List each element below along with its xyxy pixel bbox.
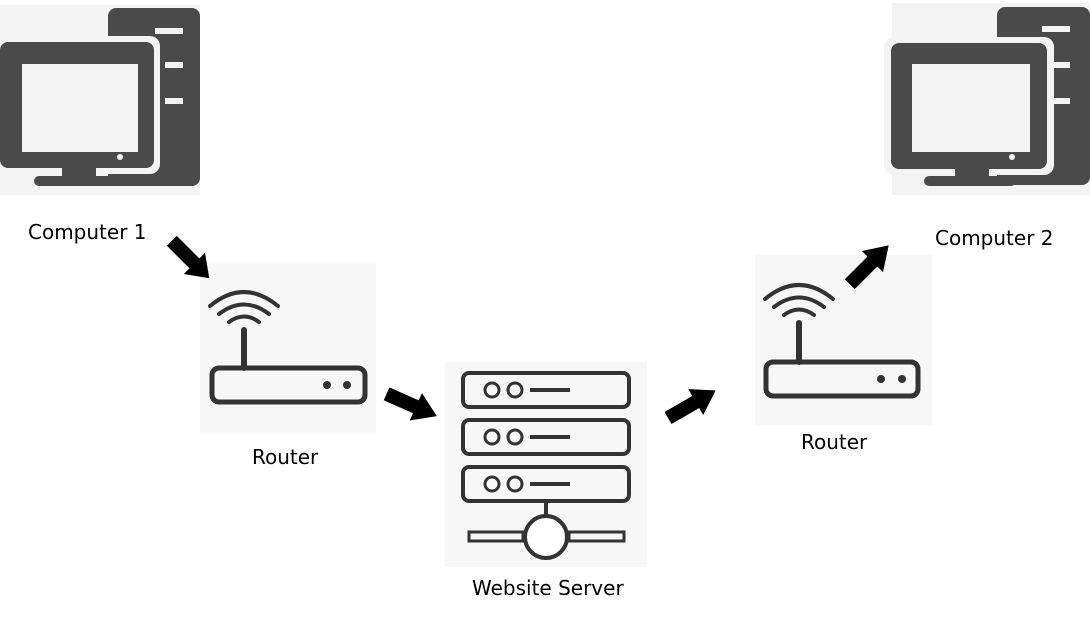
arrow-computer1-to-router1	[166, 235, 210, 279]
desktop-computer-icon	[884, 7, 1090, 186]
router-1-label: Router	[252, 445, 319, 469]
wifi-router-icon	[763, 283, 921, 399]
wifi-router-icon	[208, 290, 368, 405]
website-server-label: Website Server	[472, 576, 624, 600]
router-1-icon-background	[200, 262, 376, 434]
arrow-router1-to-server	[383, 387, 437, 421]
arrow-server-to-router2	[664, 389, 716, 425]
arrow-router2-to-computer2	[844, 245, 889, 290]
router-2-label: Router	[801, 430, 868, 454]
desktop-computer-icon	[0, 8, 200, 186]
computer-1-label: Computer 1	[28, 220, 147, 244]
server-rack-icon	[461, 371, 631, 560]
computer-2-label: Computer 2	[935, 226, 1054, 250]
